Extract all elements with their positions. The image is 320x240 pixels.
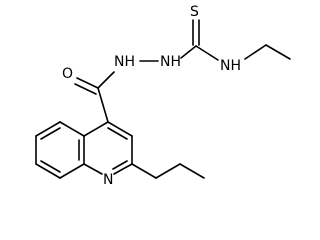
bond [97, 87, 109, 123]
bond [59, 163, 85, 179]
double-bond-inner [40, 127, 61, 140]
double-bond-inner [112, 160, 128, 170]
double-bond [74, 83, 97, 95]
propyl-chain [131, 163, 205, 179]
atom-label-sulfur: S [190, 4, 199, 20]
carbonyl-group [74, 71, 115, 123]
double-bond-inner [40, 160, 61, 173]
atom-label-hydrazide-n1: NH [114, 54, 135, 70]
bond [131, 163, 157, 179]
bond [113, 163, 133, 175]
atom-label-oxygen: O [62, 66, 73, 82]
thiosemicarbazide-chain [139, 19, 219, 62]
bond [35, 121, 61, 137]
bond [195, 45, 219, 61]
bond [265, 44, 291, 60]
atom-label-hydrazide-n2: NH [160, 54, 181, 70]
bond [59, 121, 85, 137]
double-bond-inner [107, 127, 128, 140]
benzene-ring [35, 121, 85, 179]
pyridine-ring [83, 121, 133, 175]
bond [107, 121, 133, 137]
bond [244, 44, 267, 60]
molecule-structure-diagram: O S NH NH NH N [35, 4, 291, 188]
atom-label-ring-nitrogen: N [103, 172, 113, 188]
bond [180, 45, 197, 59]
double-bond [76, 77, 99, 89]
ethyl-group [244, 44, 291, 60]
bond [83, 163, 103, 175]
bond [97, 71, 115, 89]
atom-label-ethyl-amine: NH [220, 58, 241, 74]
bond [83, 121, 109, 137]
bond [179, 163, 205, 179]
bond [35, 163, 61, 179]
bond [155, 163, 181, 179]
